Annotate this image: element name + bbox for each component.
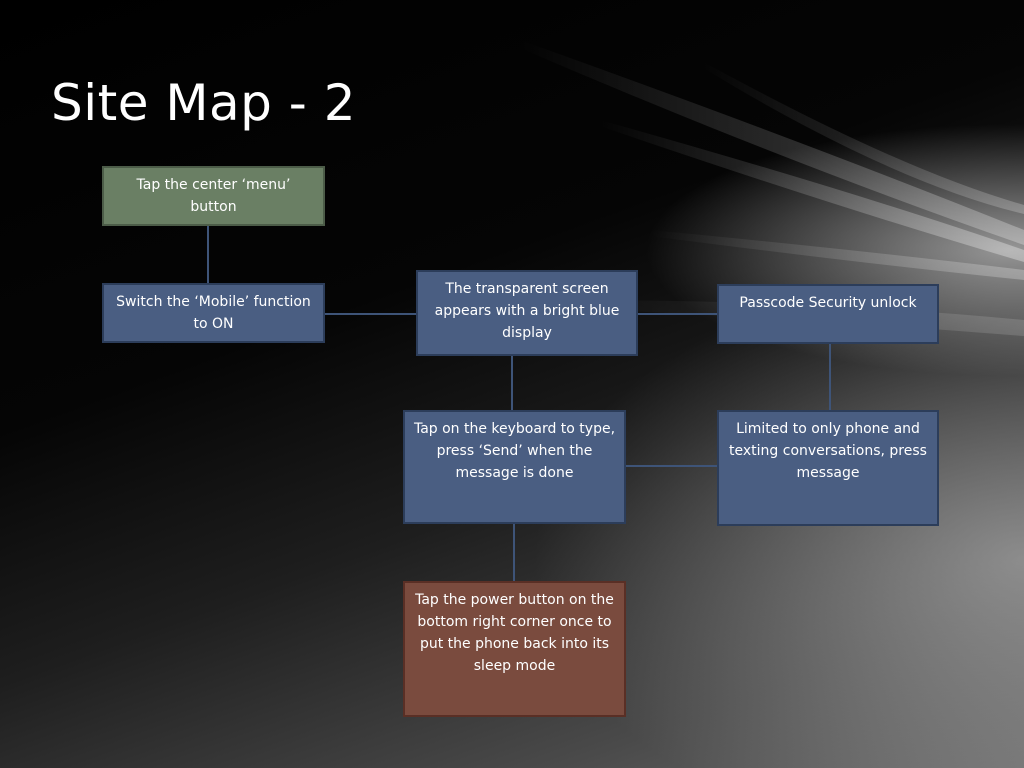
node-transparent-screen: The transparent screen appears with a br… <box>416 270 638 356</box>
node-passcode: Passcode Security unlock <box>717 284 939 344</box>
node-mobile-switch-label: Switch the ‘Mobile’ function to ON <box>116 294 311 332</box>
node-limited-label: Limited to only phone and texting conver… <box>729 421 927 481</box>
node-power-button-label: Tap the power button on the bottom right… <box>415 592 614 674</box>
node-keyboard: Tap on the keyboard to type, press ‘Send… <box>403 410 626 524</box>
node-mobile-switch: Switch the ‘Mobile’ function to ON <box>102 283 325 343</box>
node-power-button: Tap the power button on the bottom right… <box>403 581 626 717</box>
node-passcode-label: Passcode Security unlock <box>739 295 917 311</box>
node-menu-button-label: Tap the center ‘menu’ button <box>136 177 291 215</box>
node-limited: Limited to only phone and texting conver… <box>717 410 939 526</box>
slide-title: Site Map - 2 <box>51 74 357 132</box>
node-transparent-screen-label: The transparent screen appears with a br… <box>434 281 620 341</box>
node-menu-button: Tap the center ‘menu’ button <box>102 166 325 226</box>
node-keyboard-label: Tap on the keyboard to type, press ‘Send… <box>413 421 616 481</box>
